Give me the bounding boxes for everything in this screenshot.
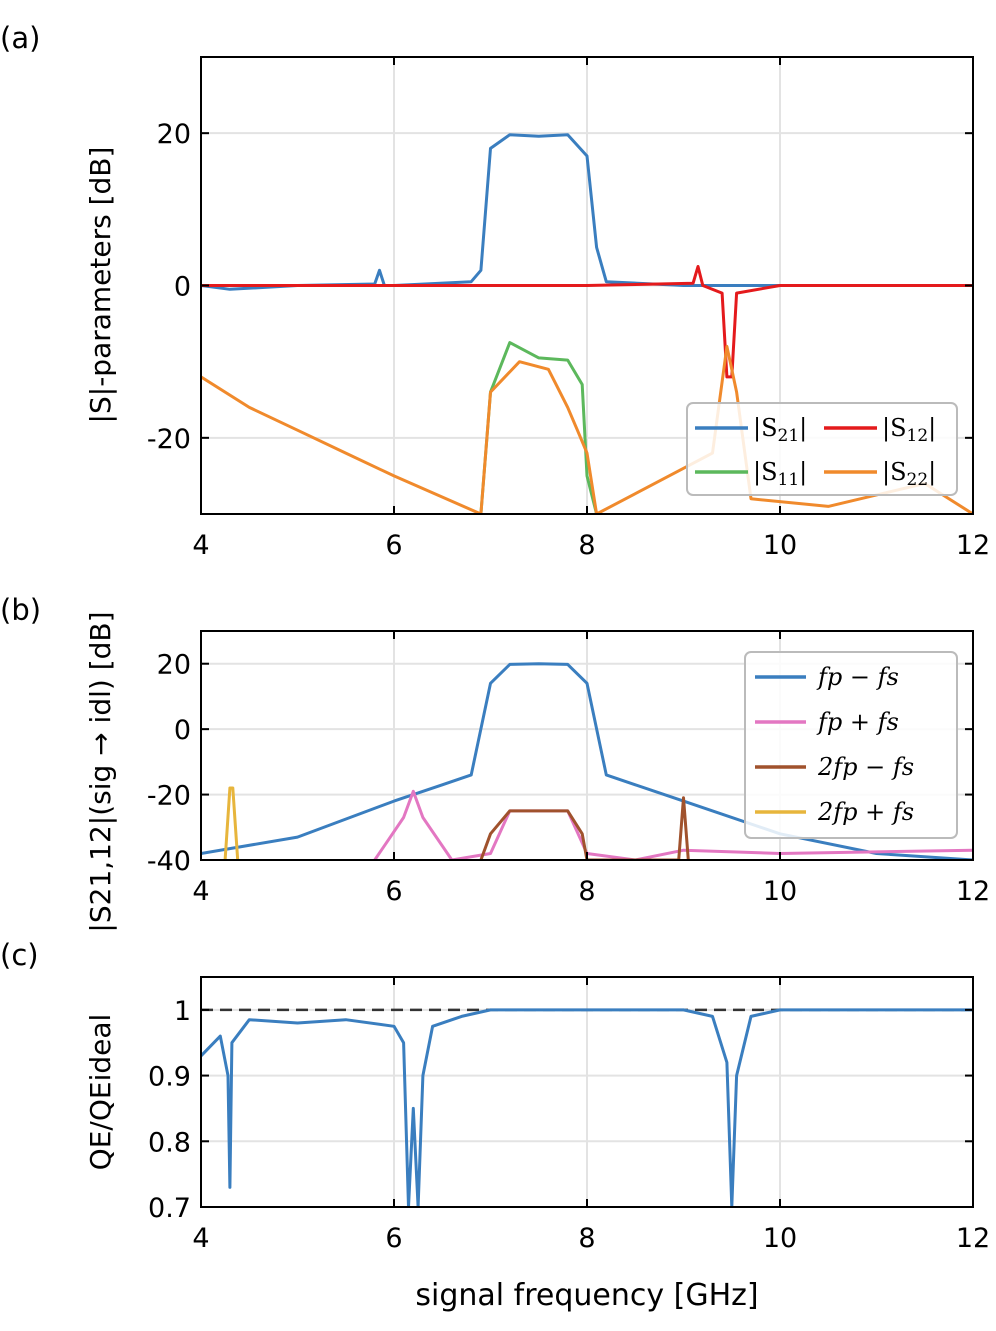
panel-a-chart: 4 6 8 10 12 -20 0 20 |S|-parameters [dB] |S21| … — [84, 56, 990, 561]
panel-b-chart: 4 6 8 10 12 -40 -20 0 20 |S21,12|(sig → idl) [dB… — [84, 611, 990, 932]
panel-c-chart: 4 6 8 10 12 0.7 0.8 0.9 1 QE/QEideal — [84, 976, 990, 1254]
panel-c-grid — [200, 977, 974, 1208]
panel-b-series-2fp-fs — [479, 796, 690, 860]
panel-a-xtick-label: 10 — [763, 530, 797, 561]
panel-a-ytick-label: 0 — [174, 272, 191, 303]
panel-b-ylabel: |S21,12|(sig → idl) [dB] — [84, 611, 117, 932]
panel-a-series-s11 — [479, 341, 599, 514]
legend-a-label-s11: |S11| — [753, 458, 807, 490]
panel-c-xtick-label: 6 — [385, 1223, 402, 1254]
legend-a-label-s22: |S22| — [882, 458, 936, 490]
panel-a-xtick-label: 4 — [192, 530, 209, 561]
panel-b-ytick-label: -20 — [147, 781, 191, 812]
panel-label-b: (b) — [0, 593, 41, 627]
panel-b-xtick-label: 10 — [763, 876, 797, 907]
x-axis-label: signal frequency [GHz] — [415, 1278, 758, 1313]
panel-a-ytick-label: -20 — [147, 424, 191, 455]
panel-b-ticks: 4 6 8 10 12 -40 -20 0 20 — [147, 631, 990, 907]
panel-b-xtick-label: 8 — [578, 876, 595, 907]
panel-b-series-fp-fs — [201, 662, 973, 860]
panel-a-xtick-label: 8 — [578, 530, 595, 561]
panel-c-series — [201, 1008, 973, 1207]
panel-a-legend-box — [686, 402, 958, 496]
panel-b-legend-box — [744, 651, 958, 839]
panel-a-xtick-label: 6 — [385, 530, 402, 561]
panel-c-xtick-label: 8 — [578, 1223, 595, 1254]
panel-c-ytick-label: 0.9 — [148, 1062, 191, 1093]
panel-b-ytick-label: 20 — [157, 650, 191, 681]
panel-c-ytick-label: 1 — [174, 996, 191, 1027]
panel-a-ticks: 4 6 8 10 12 -20 0 20 — [147, 57, 990, 561]
panel-c-xtick-label: 12 — [956, 1223, 990, 1254]
panel-c-ticks: 4 6 8 10 12 0.7 0.8 0.9 1 — [148, 977, 990, 1254]
legend-b-label-2: 2fp − fs — [817, 753, 914, 781]
legend-a-label-s12: |S12| — [882, 414, 936, 446]
panel-c-xtick-label: 10 — [763, 1223, 797, 1254]
panel-c-ylabel: QE/QEideal — [84, 1014, 117, 1171]
panel-a-ytick-label: 20 — [157, 119, 191, 150]
panel-label-c: (c) — [0, 938, 39, 972]
panel-a-legend: |S21| |S12| |S11| |S22| — [686, 402, 958, 496]
panel-b-xtick-label: 6 — [385, 876, 402, 907]
panel-a-xtick-label: 12 — [956, 530, 990, 561]
panel-c-xtick-label: 4 — [192, 1223, 209, 1254]
panel-label-a: (a) — [0, 21, 40, 55]
panel-a-series-s12 — [201, 265, 973, 379]
legend-b-label-1: fp + fs — [816, 708, 899, 736]
legend-b-label-0: fp − fs — [816, 663, 899, 691]
panel-b-xtick-label: 12 — [956, 876, 990, 907]
panel-c-ytick-label: 0.7 — [148, 1193, 191, 1224]
panel-b-series — [201, 662, 973, 860]
panel-b-ytick-label: -40 — [147, 846, 191, 877]
panel-b-ytick-label: 0 — [174, 715, 191, 746]
panel-a-ylabel: |S|-parameters [dB] — [84, 147, 117, 424]
legend-a-label-s21: |S21| — [753, 414, 807, 446]
legend-b-label-3: 2fp + fs — [817, 798, 914, 826]
panel-c-ytick-label: 0.8 — [148, 1127, 191, 1158]
panel-c-series-series — [201, 1008, 973, 1207]
panel-b-xtick-label: 4 — [192, 876, 209, 907]
panel-b-legend: fp − fs fp + fs 2fp − fs 2fp + fs — [744, 651, 958, 839]
panel-b-series-2fp-fs — [223, 786, 240, 860]
